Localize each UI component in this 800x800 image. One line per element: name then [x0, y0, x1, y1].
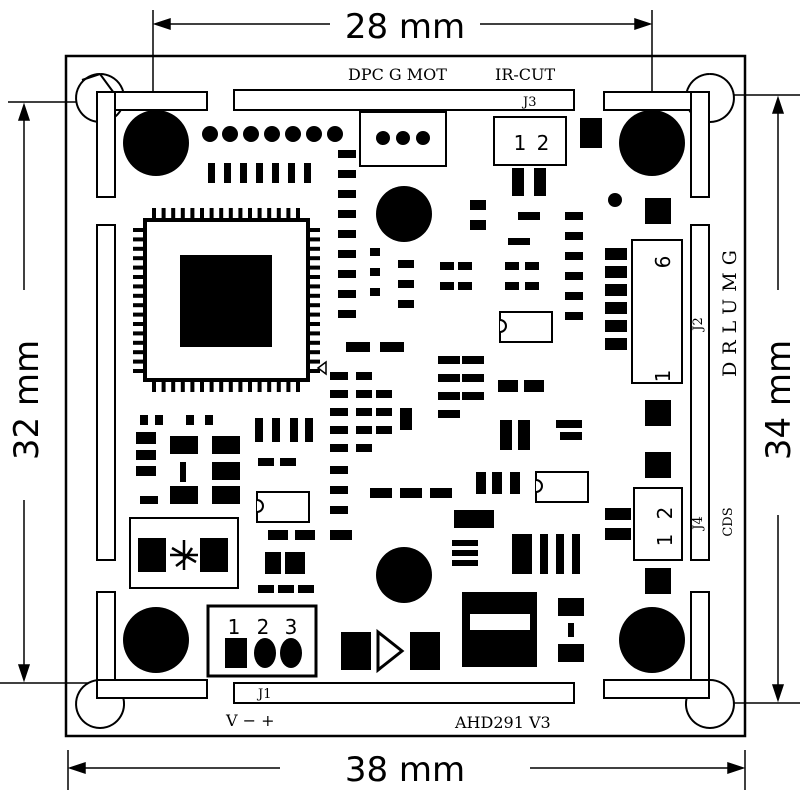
brand-label: DRLUMG [719, 243, 741, 377]
model-label: AHD291 V3 [454, 713, 551, 732]
ircut-label: IR-CUT [495, 65, 556, 84]
sop-ic-2 [535, 471, 589, 503]
j3-label: J3 [521, 95, 536, 110]
top-width-label: 28 mm [345, 7, 465, 47]
diode-block [129, 517, 239, 589]
board-outline [64, 54, 747, 738]
j3-pin-2: 2 [537, 131, 550, 155]
j3-pin-1: 1 [514, 131, 527, 155]
silkscreen-frame [96, 89, 710, 704]
cds-label: CDS [721, 507, 736, 536]
j4-pin-2: 2 [653, 507, 677, 520]
j1-pin-2: 2 [257, 615, 270, 639]
j1-pin-1: 1 [228, 615, 241, 639]
j2-label: J2 [691, 317, 706, 332]
bottom-width-label: 38 mm [345, 750, 465, 790]
right-height-label: 34 mm [759, 340, 799, 460]
smd-components [136, 150, 671, 594]
j1-label: J1 [256, 687, 271, 702]
power-parts [341, 592, 584, 674]
j4-label: J4 [691, 516, 706, 531]
sop-ic-3 [256, 491, 310, 523]
dimension-top [152, 10, 653, 110]
j1-power-connector [206, 604, 318, 678]
sop-ic-1 [499, 311, 553, 343]
j4-cds-connector [633, 487, 683, 561]
top-pad-row [202, 126, 343, 142]
main-chip [133, 208, 327, 392]
j1-pin-3: 3 [285, 615, 298, 639]
j2-pin-6: 6 [651, 256, 675, 269]
j2-connector [631, 239, 683, 384]
left-height-label: 32 mm [7, 340, 47, 460]
top-connector-label: DPC G MOT [348, 65, 447, 84]
top-connector [359, 111, 447, 167]
power-label: V − + [225, 711, 275, 730]
j3-ircut-connector [493, 116, 602, 196]
fiducial-dot [608, 193, 622, 207]
dimension-right [720, 94, 800, 704]
j2-pin-1: 1 [651, 370, 675, 383]
dimension-bottom [67, 750, 746, 790]
j4-pin-1: 1 [653, 534, 677, 547]
mounting-holes [123, 110, 685, 673]
j3-header-bar [233, 89, 575, 111]
j1-header-bar [233, 682, 575, 704]
